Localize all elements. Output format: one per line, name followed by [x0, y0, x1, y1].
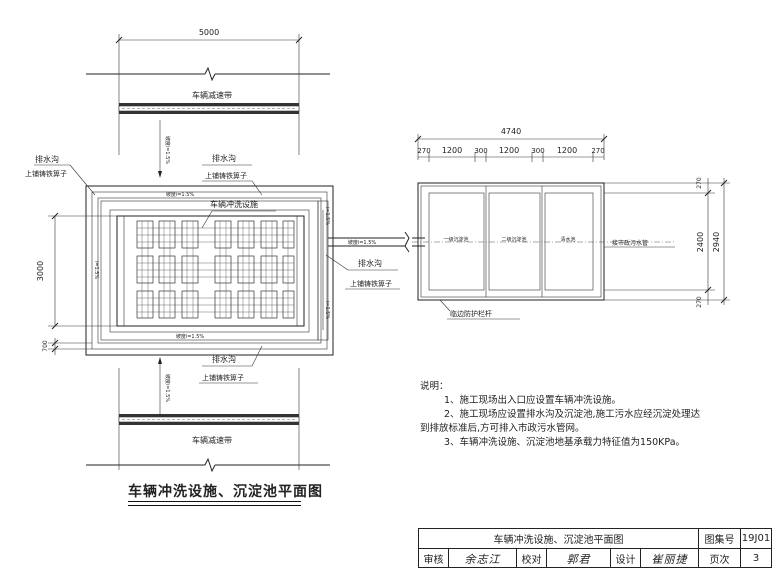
svg-text:坡度i=1.5%: 坡度i=1.5% — [176, 333, 205, 340]
svg-text:i=1.5%: i=1.5% — [324, 301, 330, 320]
svg-text:上铺铸铁箅子: 上铺铸铁箅子 — [202, 373, 244, 382]
dim-tank-right: 270 2400 2940 270 — [604, 177, 730, 308]
svg-text:1200: 1200 — [557, 146, 577, 155]
svg-text:排水沟: 排水沟 — [35, 154, 59, 164]
notes-heading: 说明： — [420, 381, 449, 392]
review-signature: 余志江 — [449, 549, 517, 568]
guard-rail-label: 临边防护栏杆 — [450, 309, 492, 318]
svg-text:1200: 1200 — [442, 146, 462, 155]
note-item-3: 3、车辆冲洗设施、沉淀池地基承载力特征值为150KPa。 — [444, 437, 686, 448]
note-item-2: 2、施工现场应设置排水沟及沉淀池,施工污水应经沉淀处理达 — [444, 409, 701, 420]
speed-bump-bottom-label: 车辆减速带 — [192, 435, 232, 445]
connection-pipe: 坡度i=1.5% — [328, 231, 425, 253]
svg-text:270: 270 — [696, 296, 703, 308]
atlas-label: 图集号 — [699, 529, 741, 549]
left-labels: 排水沟 上铺铸铁箅子 — [25, 154, 96, 196]
svg-text:270: 270 — [696, 177, 703, 189]
sewage-pipe-label: 接市政污水管 — [612, 239, 648, 247]
svg-text:排水沟: 排水沟 — [358, 258, 382, 268]
dim-top-width: 5000 — [115, 28, 303, 64]
note-item-1: 1、施工现场出入口应设置车辆冲洗设施。 — [444, 395, 622, 406]
page-label: 页次 — [699, 549, 741, 568]
guard-rail-callout: 临边防护栏杆 — [439, 299, 520, 320]
svg-text:上铺铸铁箅子: 上铺铸铁箅子 — [25, 169, 67, 178]
atlas-number: 19J01 — [741, 529, 771, 549]
svg-text:坡度i=1.5%: 坡度i=1.5% — [164, 136, 171, 165]
title-block-drawing-name: 车辆冲洗设施、沉淀池平面图 — [419, 529, 699, 549]
svg-text:i=1.5%: i=1.5% — [93, 261, 99, 280]
svg-text:700: 700 — [42, 340, 49, 352]
drawing-caption: 车辆冲洗设施、沉淀池平面图 — [128, 484, 323, 500]
dim-5000-label: 5000 — [199, 28, 219, 37]
svg-text:300: 300 — [474, 147, 487, 155]
speed-bump-bottom: 车辆减速带 — [118, 414, 300, 445]
upper-labels: 排水沟 上铺铸铁箅子 车辆冲洗设施 — [201, 153, 276, 229]
chamber-2-label: 二级沉淀池 — [501, 236, 526, 243]
wash-grates — [136, 220, 295, 319]
note-item-2-cont: 到排放标准后,方可排入市政污水管网。 — [420, 423, 585, 434]
sedimentation-tank: 一级沉淀池 二级沉淀池 清水池 接市政污水管 — [412, 182, 675, 301]
chamber-3-label: 清水池 — [560, 236, 575, 243]
chamber-1-label: 一级沉淀池 — [443, 236, 468, 243]
svg-text:1200: 1200 — [499, 146, 519, 155]
svg-text:3000: 3000 — [36, 261, 45, 281]
svg-text:i=1.5%: i=1.5% — [324, 207, 330, 226]
svg-text:坡度i=1.5%: 坡度i=1.5% — [164, 374, 171, 403]
review-label: 审核 — [419, 549, 449, 568]
svg-text:排水沟: 排水沟 — [212, 153, 236, 163]
title-block: 车辆冲洗设施、沉淀池平面图 图集号 19J01 审核 余志江 校对 郭君 设计 … — [418, 528, 772, 568]
notes-block: 说明： 1、施工现场出入口应设置车辆冲洗设施。 2、施工现场应设置排水沟及沉淀池… — [420, 380, 740, 450]
dim-left: 3000 700 — [36, 212, 117, 355]
right-labels: 排水沟 上铺铸铁箅子 — [325, 254, 400, 290]
svg-text:上铺铸铁箅子: 上铺铸铁箅子 — [205, 171, 247, 180]
road-edge-bottom — [86, 457, 330, 473]
speed-bump-top-label: 车辆减速带 — [192, 90, 232, 100]
svg-text:排水沟: 排水沟 — [212, 354, 236, 364]
svg-text:2400: 2400 — [696, 232, 705, 252]
caption-underline — [128, 501, 301, 502]
svg-text:270: 270 — [417, 147, 430, 155]
wash-area: 坡度i=1.5% 坡度i=1.5% i=1.5% i=1.5% i=1.5% — [85, 185, 334, 356]
check-signature: 郭君 — [547, 549, 611, 568]
check-label: 校对 — [517, 549, 547, 568]
page-number: 3 — [752, 553, 760, 564]
svg-text:上铺铸铁箅子: 上铺铸铁箅子 — [350, 279, 392, 288]
road-edge-top — [86, 64, 330, 155]
wash-facility-label: 车辆冲洗设施 — [210, 199, 258, 209]
design-label: 设计 — [611, 549, 641, 568]
svg-text:2940: 2940 — [712, 232, 721, 252]
dim-tank-top: 4740 270 1200 300 1200 300 1200 270 — [414, 127, 608, 162]
svg-text:坡度i=1.5%: 坡度i=1.5% — [348, 239, 377, 246]
lower-labels: 排水沟 上铺铸铁箅子 — [199, 345, 263, 384]
svg-text:坡度i=1.5%: 坡度i=1.5% — [166, 191, 195, 198]
caption-underline-thin — [128, 505, 301, 506]
svg-text:300: 300 — [531, 147, 544, 155]
speed-bump-top: 车辆减速带 — [118, 90, 300, 114]
design-signature: 崔丽捷 — [641, 549, 699, 568]
slope-arrow-top: 坡度i=1.5% — [158, 120, 171, 178]
svg-text:4740: 4740 — [501, 127, 521, 136]
svg-text:270: 270 — [591, 147, 604, 155]
